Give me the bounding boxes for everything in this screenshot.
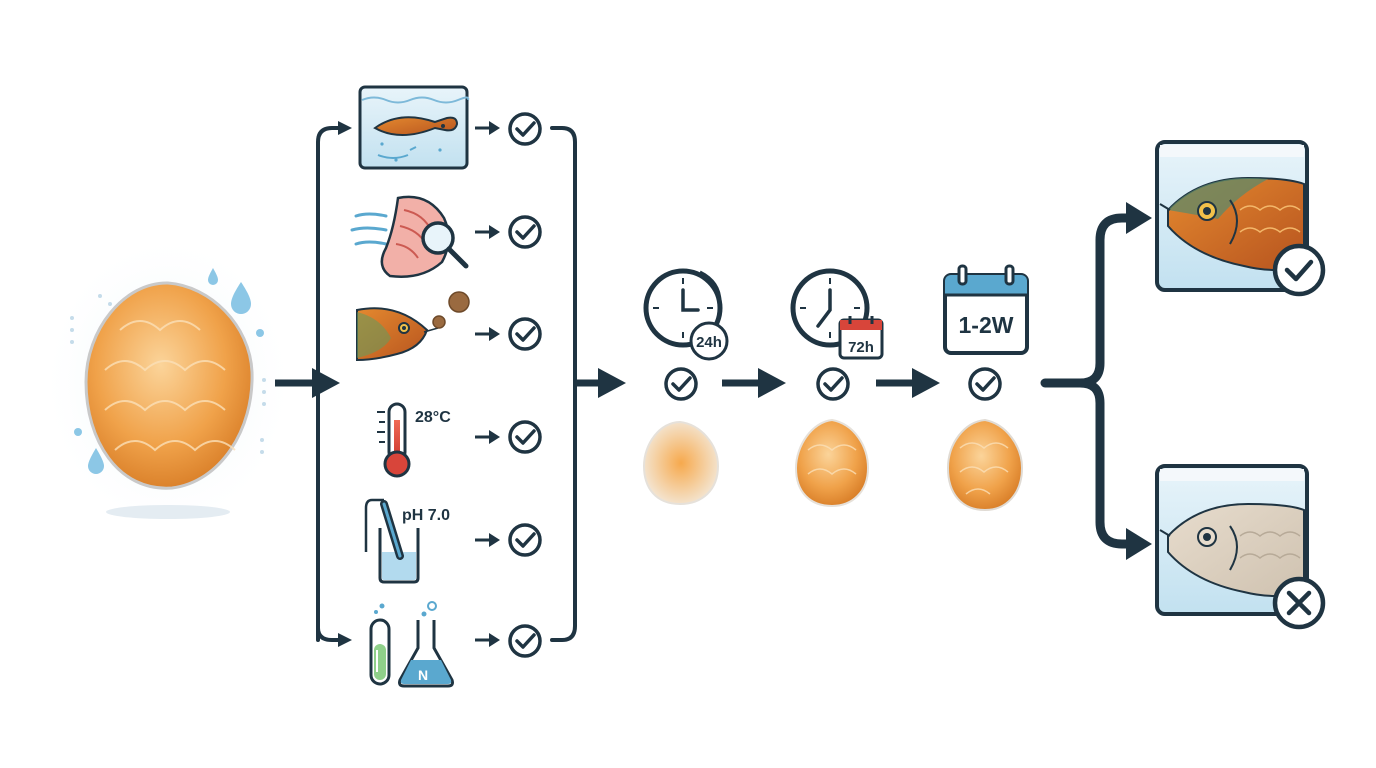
outcome-split-bracket [1040,213,1135,549]
condition-temperature: 28°C [377,402,542,478]
arrow-icon [576,368,626,398]
test-tube-icon [369,603,391,686]
stage-24h-label: 24h [696,334,722,351]
thermometer-icon [377,402,411,478]
condition-chemical-test: N [369,601,542,688]
timeline-stage-1-2w: 1-2W [943,264,1029,512]
timeline-stage-72h: 72h [790,268,884,508]
temperature-label: 28°C [415,409,451,426]
conditions-bracket [316,126,344,642]
arrow-icon [876,368,940,398]
fish-tank-icon [358,85,470,170]
check-icon [968,367,1002,401]
stage-1-2w-label: 1-2W [959,312,1014,338]
flask-label: N [418,667,428,683]
calendar-icon: 1-2W [943,264,1029,355]
check-icon [508,420,542,454]
scale-icon [946,418,1024,512]
check-icon [508,624,542,658]
ph-probe-icon [364,498,420,584]
check-icon [508,215,542,249]
arrow-icon [722,368,786,398]
check-icon [1272,243,1326,297]
outcome-faded [1155,464,1326,630]
sparkle-dots [70,294,266,454]
check-icon [508,112,542,146]
check-icon [508,523,542,557]
ph-label: pH 7.0 [402,507,450,524]
check-icon [508,317,542,351]
water-drops [74,268,264,474]
fish-feeding-icon [356,291,470,362]
scale-icon [84,281,254,490]
timeline-stage-24h: 24h [642,268,729,506]
clock-icon: 24h [643,268,729,361]
flask-icon: N [398,601,454,688]
scale-icon [794,418,870,508]
outcome-healthy [1155,140,1326,297]
cross-icon [1272,576,1326,630]
source-scale [40,233,296,533]
condition-water-tank [358,85,542,170]
condition-ph-level: pH 7.0 [364,498,542,584]
condition-feeding [356,291,542,362]
stage-72h-label: 72h [848,339,874,356]
conditions-merge-bracket [550,126,577,642]
check-icon [816,367,850,401]
gill-magnifier-icon [350,195,469,278]
calendar-icon: 72h [838,316,884,360]
scale-icon [642,420,720,506]
check-icon [664,367,698,401]
faded-fish-icon [1159,502,1305,597]
condition-gill-inspection [350,195,542,278]
